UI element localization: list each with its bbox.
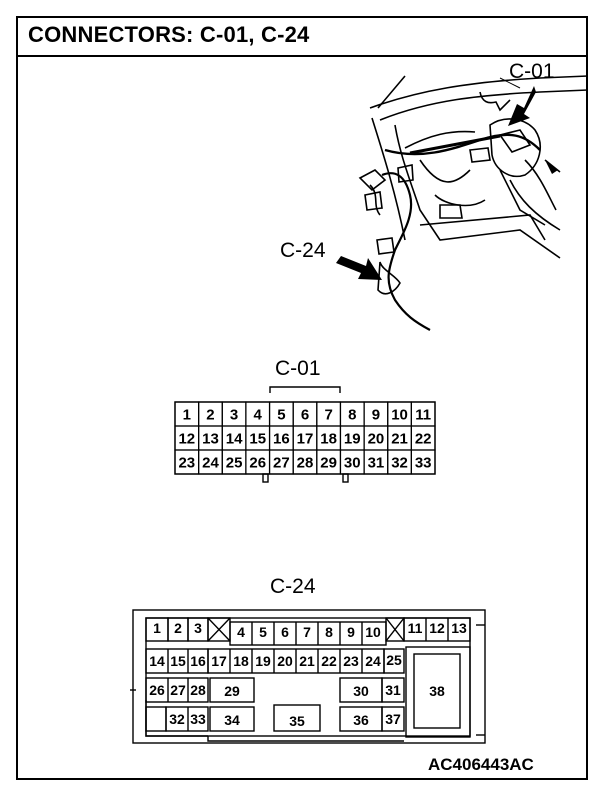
c24-pin-31: 31	[385, 682, 401, 698]
c01-pin-1: 1	[183, 407, 191, 424]
c01-pin-29: 29	[320, 455, 337, 472]
c24-pin-16: 16	[190, 653, 206, 669]
c01-pin-2: 2	[206, 407, 214, 424]
c01-pin-22: 22	[415, 431, 432, 448]
c24-pin-1: 1	[153, 620, 161, 636]
c01-pin-13: 13	[202, 431, 219, 448]
c01-pin-11: 11	[415, 407, 431, 424]
c24-pin-30: 30	[353, 683, 369, 699]
c01-pin-16: 16	[273, 431, 290, 448]
c24-pin-35: 35	[289, 713, 305, 729]
c24-pin-37: 37	[385, 711, 401, 727]
c24-pin-15: 15	[170, 653, 186, 669]
connector-c24-label: C-24	[270, 575, 316, 598]
callout-c01: C-01	[509, 60, 555, 83]
c01-pin-20: 20	[368, 431, 385, 448]
c01-pin-33: 33	[415, 455, 432, 472]
c01-pin-14: 14	[226, 431, 243, 448]
c24-pin-2: 2	[174, 620, 182, 636]
c24-pin-9: 9	[347, 624, 355, 640]
c01-pin-21: 21	[391, 431, 408, 448]
c01-pin-7: 7	[324, 407, 332, 424]
callout-c24: C-24	[280, 239, 326, 262]
c01-pin-10: 10	[391, 407, 408, 424]
c24-pin-29: 29	[224, 683, 240, 699]
c01-pin-19: 19	[344, 431, 361, 448]
c01-pin-9: 9	[372, 407, 380, 424]
connector-c01-label: C-01	[275, 357, 321, 380]
c24-pin-6: 6	[281, 624, 289, 640]
c01-pin-26: 26	[249, 455, 266, 472]
c01-pin-27: 27	[273, 455, 290, 472]
c24-pin-5: 5	[259, 624, 267, 640]
c24-pin-22: 22	[321, 653, 337, 669]
c01-pin-30: 30	[344, 455, 361, 472]
c24-pin-34: 34	[224, 712, 240, 728]
c01-pin-15: 15	[249, 431, 266, 448]
c24-pin-38: 38	[429, 683, 445, 699]
c24-pin-17: 17	[211, 653, 227, 669]
c01-pin-8: 8	[348, 407, 356, 424]
c24-pin-7: 7	[303, 624, 311, 640]
c24-pin-24: 24	[365, 653, 381, 669]
c01-pin-24: 24	[202, 455, 219, 472]
c24-pin-23: 23	[343, 653, 359, 669]
c24-pin-4: 4	[237, 624, 245, 640]
figure-code: AC406443AC	[428, 755, 534, 774]
c24-pin-25: 25	[386, 652, 402, 668]
c01-pin-3: 3	[230, 407, 238, 424]
c01-pin-6: 6	[301, 407, 309, 424]
c24-pin-12: 12	[429, 620, 445, 636]
c24-pin-27: 27	[170, 682, 186, 698]
c24-pin-28: 28	[190, 682, 206, 698]
c01-pin-4: 4	[254, 407, 263, 424]
c24-pin-32: 32	[169, 711, 185, 727]
c01-pin-17: 17	[297, 431, 314, 448]
c24-pin-33: 33	[190, 711, 206, 727]
c24-pin-26: 26	[149, 682, 165, 698]
c01-pin-12: 12	[178, 431, 195, 448]
c01-pin-18: 18	[320, 431, 337, 448]
c24-pin-21: 21	[299, 653, 315, 669]
c01-pin-5: 5	[277, 407, 285, 424]
c01-pin-31: 31	[368, 455, 385, 472]
c24-pin-11: 11	[408, 620, 423, 636]
c01-pin-cell	[410, 449, 436, 475]
diagram-frame	[16, 16, 588, 780]
c24-pin-10: 10	[365, 624, 381, 640]
c24-pin-13: 13	[451, 620, 467, 636]
c01-pin-32: 32	[391, 455, 408, 472]
page-title: CONNECTORS: C-01, C-24	[28, 22, 310, 47]
c01-pin-28: 28	[297, 455, 314, 472]
c24-pin-19: 19	[255, 653, 271, 669]
c01-pin-25: 25	[226, 455, 243, 472]
c24-pin-8: 8	[325, 624, 333, 640]
c24-pin-20: 20	[277, 653, 293, 669]
title-divider	[16, 55, 588, 57]
c24-pin-18: 18	[233, 653, 249, 669]
c24-pin-14: 14	[149, 653, 165, 669]
c24-pin-3: 3	[194, 620, 202, 636]
c24-pin-36: 36	[353, 712, 369, 728]
c01-pin-23: 23	[178, 455, 195, 472]
